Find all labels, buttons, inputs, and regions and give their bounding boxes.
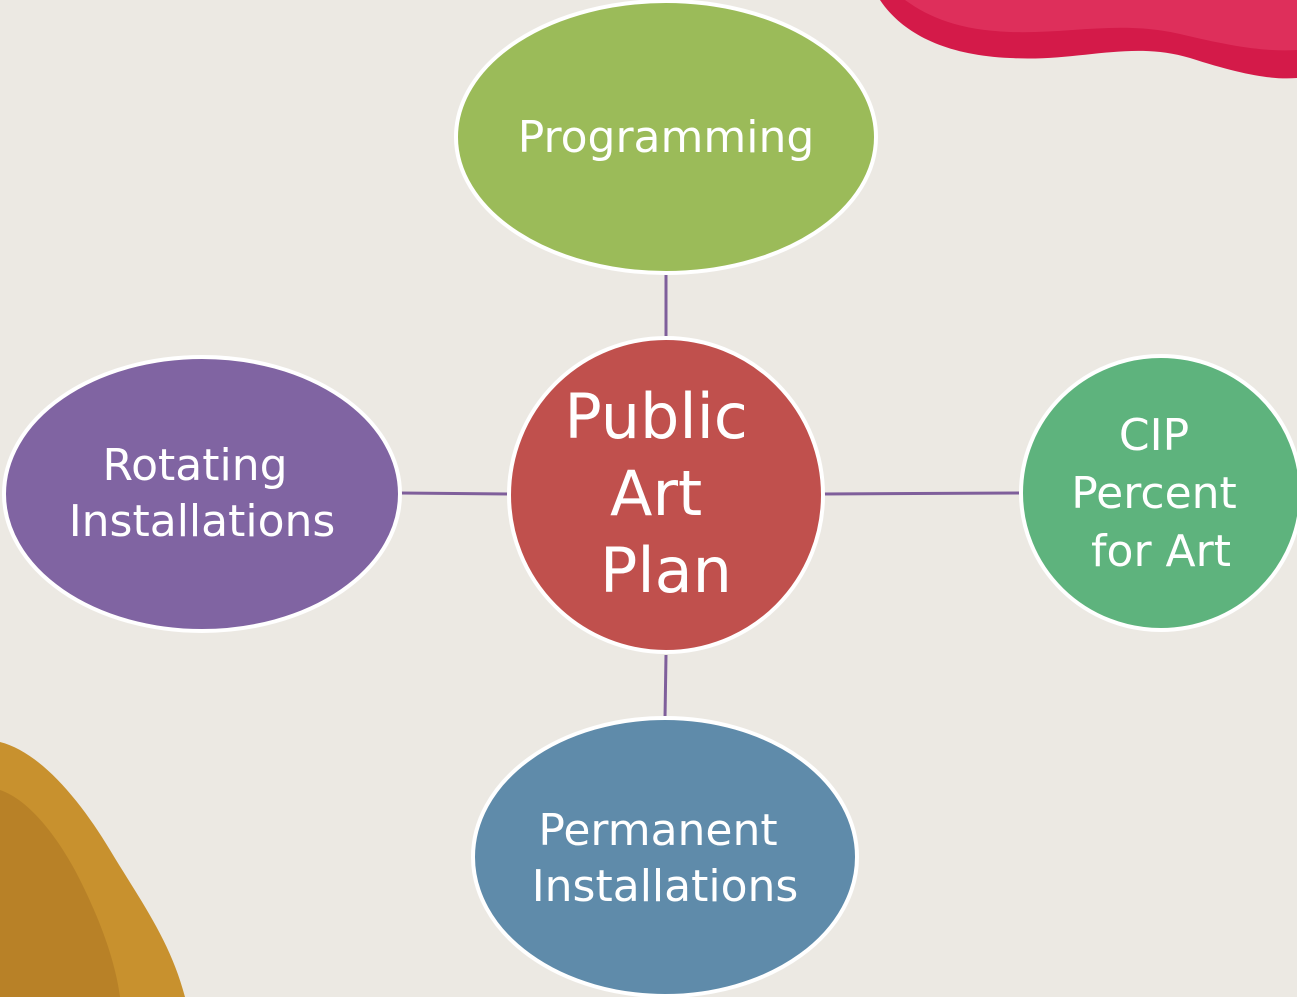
connectors (399, 273, 1023, 719)
node-programming-label: Programming (518, 112, 815, 163)
connector-permanent-installations (663, 654, 668, 719)
node-public-art-plan: Public Art Plan (507, 336, 825, 654)
connector-cip-percent-for-art (821, 491, 1023, 496)
node-cip-percent-for-art: CIP Percent for Art (1019, 354, 1297, 632)
node-permanent-installations-label: Permanent Installations (532, 805, 799, 912)
center-label: Public Art Plan (564, 380, 767, 607)
node-rotating-installations-label: Rotating Installations (69, 440, 336, 547)
node-cip-percent-for-art-label: CIP Percent for Art (1071, 410, 1251, 577)
paint-stroke-bottom-left (0, 742, 185, 997)
paint-stroke-top-right (880, 0, 1297, 79)
node-programming: Programming (454, 0, 878, 275)
node-permanent-installations: Permanent Installations (471, 716, 859, 997)
connector-rotating-installations (399, 491, 511, 496)
node-rotating-installations: Rotating Installations (2, 355, 402, 633)
